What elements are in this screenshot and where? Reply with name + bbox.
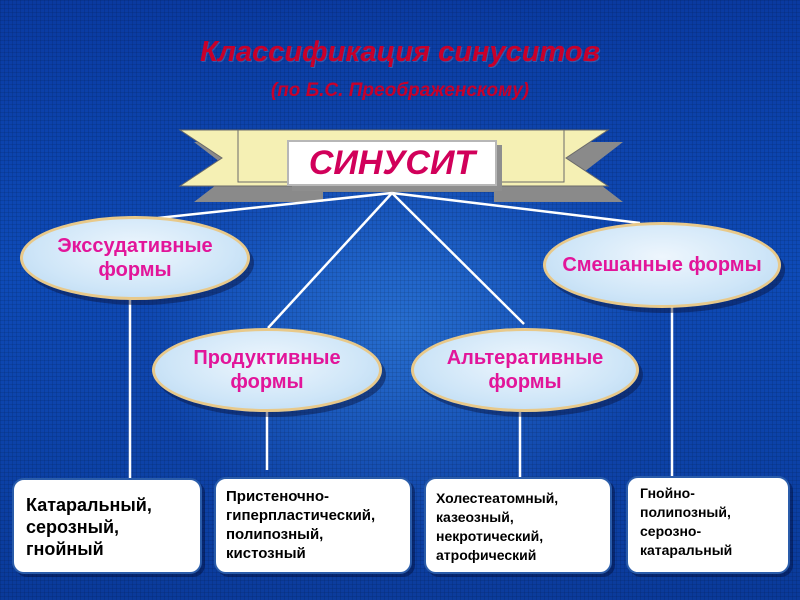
connector-exudative: [157, 191, 393, 220]
diagram-title: Классификация синуситов: [199, 36, 601, 68]
main-node-sinusitis: СИНУСИТ: [287, 140, 497, 186]
oval-mixed-forms: Смешанные формы: [543, 222, 781, 308]
oval-alterative-forms: Альтеративные формы: [411, 328, 639, 412]
oval-alterative-label: Альтеративные формы: [446, 347, 604, 393]
box-exudative-text: Катаральный, серозный, гнойный: [26, 495, 152, 559]
connector-productive: [267, 192, 393, 329]
diagram-subtitle: (по Б.С. Преображенскому): [270, 80, 530, 101]
box-mixed-text: Гнойно-полипозный, серозно-катаральный: [640, 485, 733, 558]
box-productive-types: Пристеночно-гиперпластический, полипозны…: [214, 477, 412, 574]
box-exudative-types: Катаральный, серозный, гнойный: [12, 478, 202, 574]
oval-productive-label: Продуктивные формы: [193, 347, 341, 393]
connectors: [128, 191, 674, 480]
oval-productive-forms: Продуктивные формы: [152, 328, 382, 412]
box-productive-text: Пристеночно-гиперпластический, полипозны…: [226, 488, 376, 562]
oval-exudative-forms: Экссудативные формы: [20, 216, 250, 300]
box-alterative-text: Холестеатомный, казеозный, некротический…: [436, 490, 559, 563]
box-mixed-types: Гнойно-полипозный, серозно-катаральный: [626, 476, 790, 574]
box-alterative-types: Холестеатомный, казеозный, некротический…: [424, 477, 612, 574]
oval-exudative-label: Экссудативные формы: [57, 235, 213, 281]
connector-mixed: [391, 191, 641, 225]
oval-mixed-label: Смешанные формы: [562, 254, 762, 276]
connector-alterative: [391, 192, 525, 325]
